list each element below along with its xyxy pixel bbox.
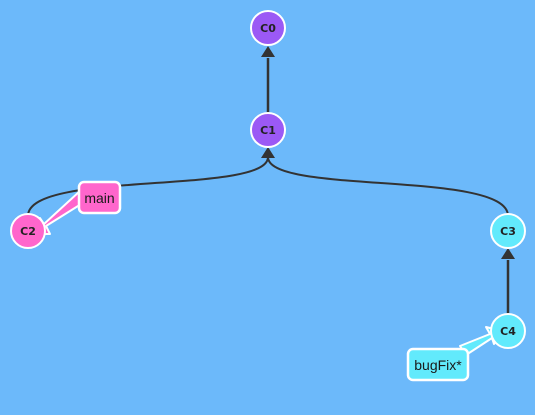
branch-label-bugfix-text: bugFix* bbox=[414, 357, 462, 373]
branch-label-main[interactable]: main bbox=[77, 180, 122, 215]
commit-node-c4[interactable]: C4 bbox=[490, 313, 526, 349]
commit-label-c4: C4 bbox=[500, 325, 516, 338]
commit-label-c0: C0 bbox=[260, 22, 276, 35]
commit-label-c1: C1 bbox=[260, 124, 276, 137]
commit-label-c3: C3 bbox=[500, 225, 516, 238]
branch-label-main-text: main bbox=[84, 190, 114, 206]
commit-node-c2[interactable]: C2 bbox=[10, 213, 46, 249]
commit-label-c2: C2 bbox=[20, 225, 36, 238]
commit-node-c3[interactable]: C3 bbox=[490, 213, 526, 249]
arrow-into-c1 bbox=[261, 147, 275, 158]
edge-c3-c1 bbox=[267, 156, 509, 217]
commit-node-c0[interactable]: C0 bbox=[250, 10, 286, 46]
edge-c2-c1 bbox=[27, 156, 269, 217]
arrow-c4-c3 bbox=[501, 248, 515, 259]
arrow-c1-c0 bbox=[261, 46, 275, 57]
commit-node-c1[interactable]: C1 bbox=[250, 112, 286, 148]
branch-label-bugfix[interactable]: bugFix* bbox=[406, 347, 470, 382]
